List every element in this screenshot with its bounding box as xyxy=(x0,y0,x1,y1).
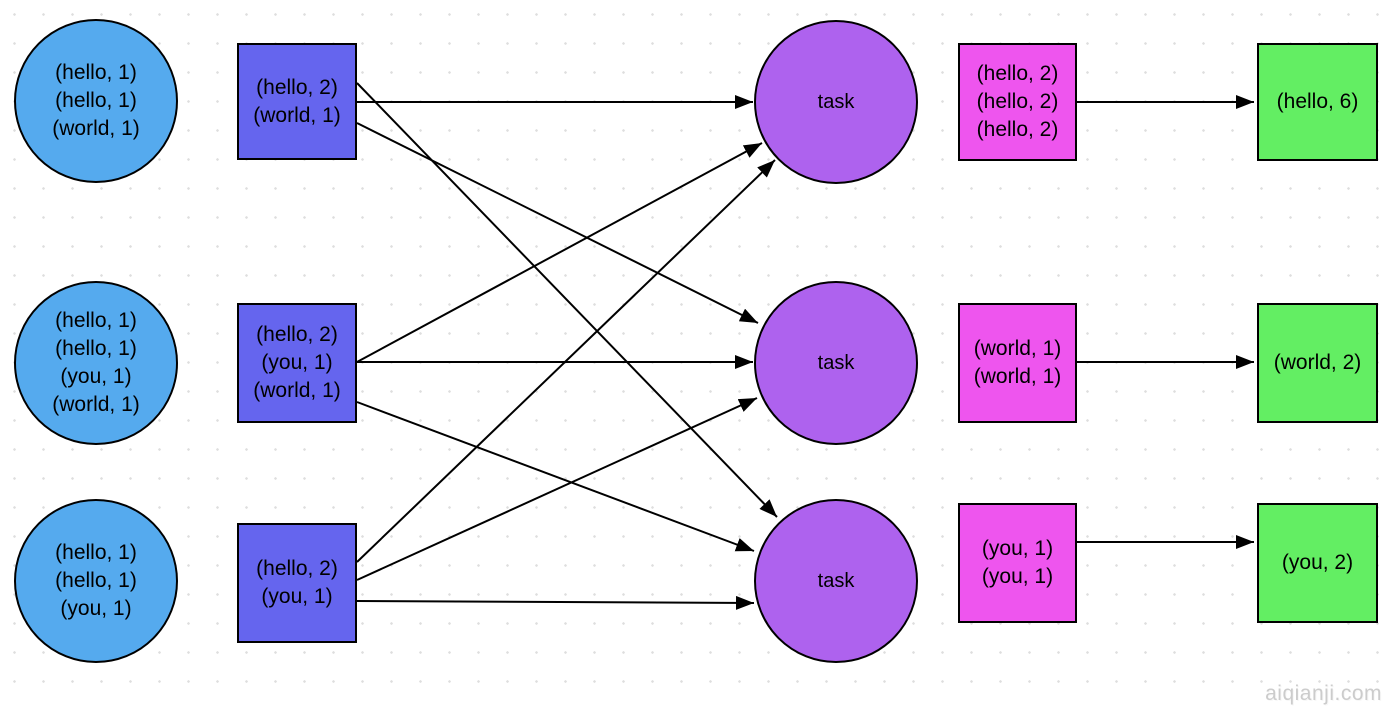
arrow-map-box-2-task-1 xyxy=(356,142,763,363)
tuple-text: (you, 1) xyxy=(981,537,1054,560)
arrow-map-box-3-task-2 xyxy=(356,397,758,581)
group-box-1: (hello, 2) (hello, 2) (hello, 2) xyxy=(958,43,1077,161)
tuple-text: (you, 1) xyxy=(60,365,132,388)
result-box-3: (you, 2) xyxy=(1257,503,1378,623)
tuple-text: (hello, 2) xyxy=(976,90,1059,113)
input-split-circle-3: (hello, 1) (hello, 1) (you, 1) xyxy=(14,499,178,663)
tuple-text: (hello, 1) xyxy=(55,541,137,564)
tuple-text: (hello, 6) xyxy=(1276,90,1359,113)
input-split-circle-1: (hello, 1) (hello, 1) (world, 1) xyxy=(14,19,178,183)
tuple-text: (hello, 2) xyxy=(256,75,338,99)
task-3: task xyxy=(754,499,918,663)
tuple-text: (world, 1) xyxy=(253,103,341,127)
task-label: task xyxy=(817,91,855,113)
tuple-text: (hello, 1) xyxy=(55,89,137,112)
tuple-text: (hello, 1) xyxy=(55,569,137,592)
arrow-map-box-3-task-3 xyxy=(356,595,755,610)
tuple-text: (world, 1) xyxy=(52,393,140,416)
arrow-map-box-1-task-3 xyxy=(356,82,778,518)
arrow-map-box-3-task-1 xyxy=(356,159,776,563)
tuple-text: (hello, 2) xyxy=(976,118,1059,141)
task-label: task xyxy=(817,570,855,592)
arrow-map-box-1-task-2 xyxy=(356,122,759,324)
task-label: task xyxy=(817,352,855,374)
tuple-text: (hello, 1) xyxy=(55,61,137,84)
tuple-text: (world, 1) xyxy=(973,365,1062,388)
tuple-text: (hello, 2) xyxy=(256,323,338,346)
tuple-text: (world, 1) xyxy=(973,337,1062,360)
tuple-text: (world, 1) xyxy=(253,379,341,402)
tuple-text: (you, 2) xyxy=(1281,551,1354,574)
tuple-text: (hello, 2) xyxy=(256,557,338,580)
tuple-text: (you, 1) xyxy=(60,597,132,620)
map-box-2: (hello, 2) (you, 1) (world, 1) xyxy=(237,303,357,423)
tuple-text: (hello, 2) xyxy=(976,62,1059,85)
task-1: task xyxy=(754,20,918,184)
tuple-text: (world, 1) xyxy=(52,117,140,140)
arrow-map-box-2-task-3 xyxy=(356,401,755,552)
tuple-text: (hello, 1) xyxy=(55,309,137,332)
watermark-text: aiqianji.com xyxy=(1265,682,1382,705)
group-box-3: (you, 1) (you, 1) xyxy=(958,503,1077,623)
result-box-2: (world, 2) xyxy=(1257,303,1378,423)
tuple-text: (world, 2) xyxy=(1273,351,1362,374)
tuple-text: (you, 1) xyxy=(261,585,333,608)
tuple-text: (hello, 1) xyxy=(55,337,137,360)
result-box-1: (hello, 6) xyxy=(1257,43,1378,161)
tuple-text: (you, 1) xyxy=(261,351,333,374)
map-box-3: (hello, 2) (you, 1) xyxy=(237,523,357,643)
task-2: task xyxy=(754,281,918,445)
group-box-2: (world, 1) (world, 1) xyxy=(958,303,1077,423)
map-box-1: (hello, 2) (world, 1) xyxy=(237,43,357,160)
tuple-text: (you, 1) xyxy=(981,565,1054,588)
input-split-circle-2: (hello, 1) (hello, 1) (you, 1) (world, 1… xyxy=(14,281,178,445)
